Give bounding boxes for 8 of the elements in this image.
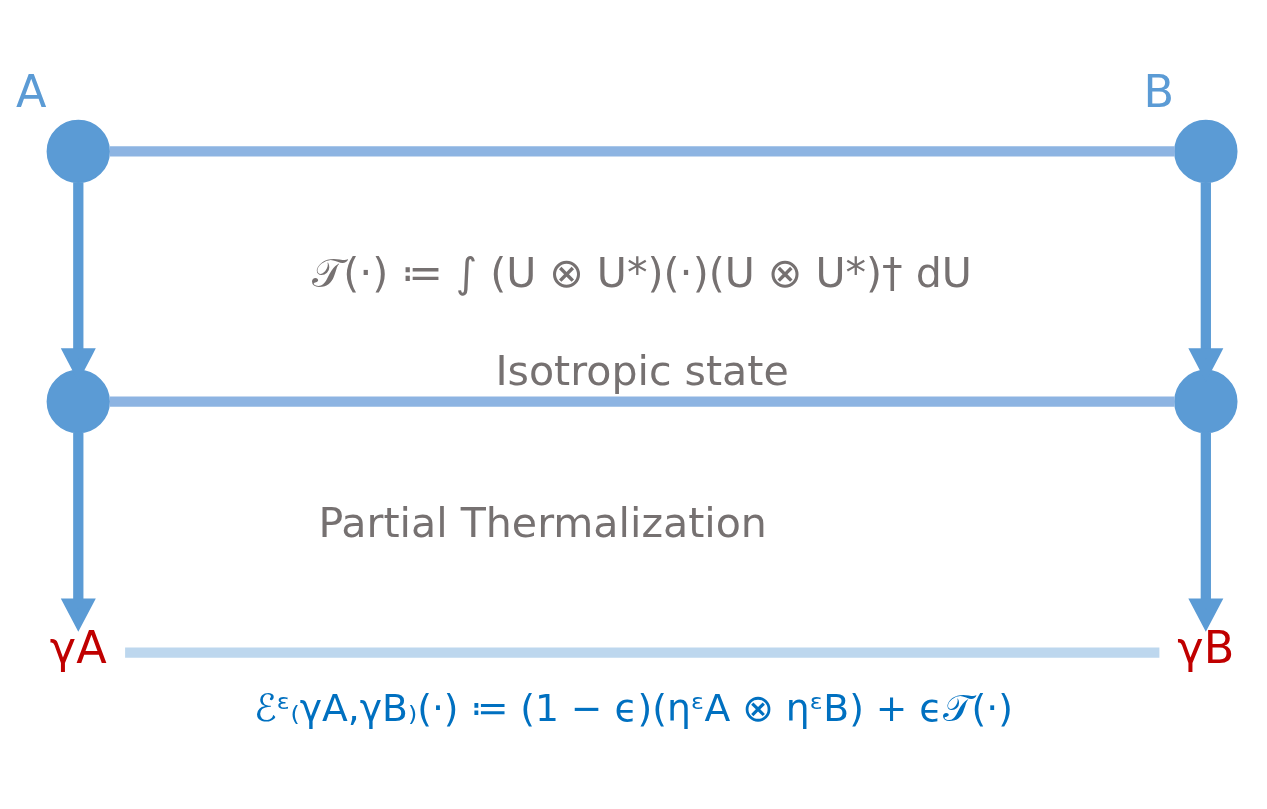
node-label: A [15, 65, 47, 117]
label: 𝒯(·) ≔ ∫ (U ⊗ U*)(·)(U ⊗ U*)† dU [312, 248, 972, 297]
caption: ℰᵋ₍γA,γB₎(·) ≔ (1 − ϵ)(ηᵋA ⊗ ηᵋB) + ϵ𝒯(·) [254, 685, 1013, 730]
node-label: B [1143, 65, 1174, 117]
node-text: γA [49, 621, 107, 674]
node-text: γB [1177, 621, 1235, 674]
edge-label: Isotropic state [495, 346, 789, 395]
label: Partial Thermalization [318, 498, 767, 547]
